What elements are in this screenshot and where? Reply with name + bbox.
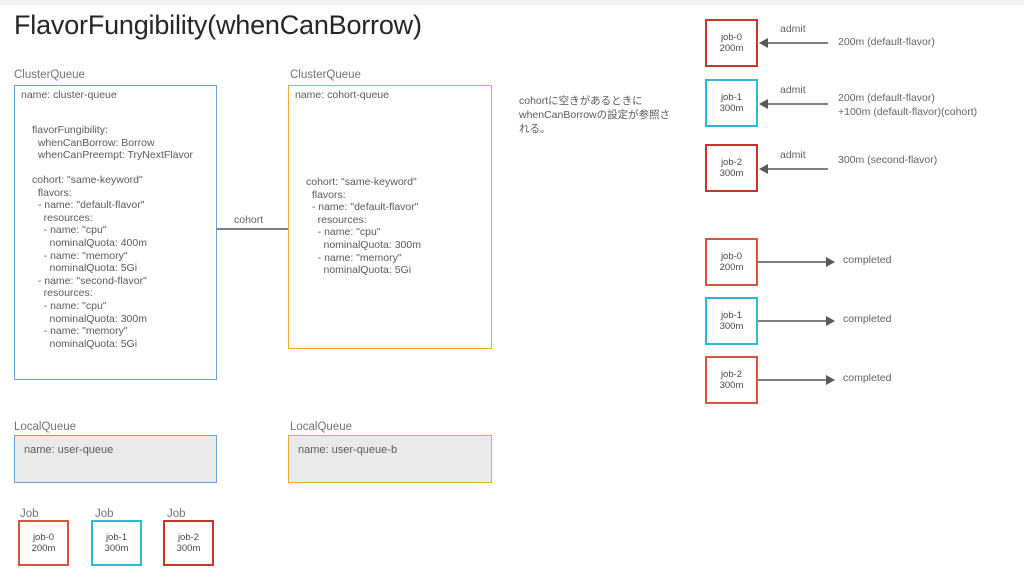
completed-job-1-name: job-1 — [720, 309, 743, 321]
admit-detail-2: 300m (second-flavor) — [838, 154, 938, 166]
local-queue-right-name: name: user-queue-b — [298, 444, 398, 456]
admit-arrowhead-0 — [759, 38, 768, 48]
admitted-job-0-name: job-0 — [720, 31, 743, 43]
admit-label-1: admit — [780, 84, 806, 96]
completed-arrow-line-2 — [758, 379, 826, 381]
cohort-borrow-note: cohortに空きがあるときに whenCanBorrowの設定が参照さ れる。 — [519, 95, 671, 135]
bottom-job-0-amount: 200m — [31, 543, 56, 554]
cluster-queue-left-cohort-spec: cohort: "same-keyword" flavors: - name: … — [32, 174, 147, 350]
admit-detail-0: 200m (default-flavor) — [838, 36, 935, 48]
completed-job-0-name: job-0 — [720, 250, 743, 262]
cluster-queue-right-name: name: cohort-queue — [295, 89, 389, 101]
admit-arrow-line-2 — [768, 168, 828, 170]
admitted-job-0-amount: 200m — [719, 43, 744, 54]
cluster-queue-left-box[interactable] — [14, 85, 217, 380]
cluster-queue-left-caption: ClusterQueue — [14, 69, 85, 81]
bottom-job-2-caption: Job — [167, 508, 186, 520]
bottom-job-2-amount: 300m — [176, 543, 201, 554]
bottom-job-1-name: job-1 — [105, 531, 128, 543]
page-title: FlavorFungibility(whenCanBorrow) — [14, 10, 422, 40]
admitted-job-1-name: job-1 — [720, 91, 743, 103]
completed-status-0: completed — [843, 254, 892, 266]
top-divider-bar — [0, 0, 1024, 5]
completed-job-2-name: job-2 — [720, 368, 743, 380]
cluster-queue-right-cohort-spec: cohort: "same-keyword" flavors: - name: … — [306, 176, 421, 277]
completed-job-2-box[interactable]: job-2 300m — [705, 356, 758, 404]
local-queue-right-caption: LocalQueue — [290, 421, 353, 433]
completed-status-2: completed — [843, 372, 892, 384]
completed-job-1-box[interactable]: job-1 300m — [705, 297, 758, 345]
bottom-job-0-caption: Job — [20, 508, 39, 520]
cluster-queue-left-fungibility: flavorFungibility: whenCanBorrow: Borrow… — [32, 124, 194, 162]
cluster-queue-left-name: name: cluster-queue — [21, 89, 117, 101]
admitted-job-0-box[interactable]: job-0 200m — [705, 19, 758, 67]
bottom-job-1-amount: 300m — [104, 543, 129, 554]
completed-job-0-amount: 200m — [719, 262, 744, 273]
cohort-connector-line — [217, 228, 288, 230]
completed-job-0-box[interactable]: job-0 200m — [705, 238, 758, 286]
bottom-job-0-box[interactable]: job-0 200m — [18, 520, 69, 566]
admit-arrow-line-0 — [768, 42, 828, 44]
admit-label-0: admit — [780, 23, 806, 35]
admitted-job-1-box[interactable]: job-1 300m — [705, 79, 758, 127]
completed-arrow-line-1 — [758, 320, 826, 322]
bottom-job-1-box[interactable]: job-1 300m — [91, 520, 142, 566]
admit-arrow-line-1 — [768, 103, 828, 105]
bottom-job-0-name: job-0 — [32, 531, 55, 543]
bottom-job-2-name: job-2 — [177, 531, 200, 543]
completed-arrowhead-2 — [826, 375, 835, 385]
cluster-queue-right-caption: ClusterQueue — [290, 69, 361, 81]
cohort-connector-label: cohort — [234, 214, 264, 226]
bottom-job-1-caption: Job — [95, 508, 114, 520]
local-queue-left-box[interactable] — [14, 435, 217, 483]
completed-job-1-amount: 300m — [719, 321, 744, 332]
completed-job-2-amount: 300m — [719, 380, 744, 391]
admitted-job-2-box[interactable]: job-2 300m — [705, 144, 758, 192]
local-queue-right-box[interactable] — [288, 435, 492, 483]
bottom-job-2-box[interactable]: job-2 300m — [163, 520, 214, 566]
admitted-job-2-amount: 300m — [719, 168, 744, 179]
admit-detail-1: 200m (default-flavor) +100m (default-fla… — [838, 92, 978, 118]
local-queue-left-name: name: user-queue — [24, 444, 114, 456]
cluster-queue-right-box[interactable] — [288, 85, 492, 349]
admit-arrowhead-2 — [759, 164, 768, 174]
admit-arrowhead-1 — [759, 99, 768, 109]
completed-arrowhead-0 — [826, 257, 835, 267]
admit-label-2: admit — [780, 149, 806, 161]
admitted-job-1-amount: 300m — [719, 103, 744, 114]
completed-arrow-line-0 — [758, 261, 826, 263]
local-queue-left-caption: LocalQueue — [14, 421, 77, 433]
completed-status-1: completed — [843, 313, 892, 325]
completed-arrowhead-1 — [826, 316, 835, 326]
admitted-job-2-name: job-2 — [720, 156, 743, 168]
